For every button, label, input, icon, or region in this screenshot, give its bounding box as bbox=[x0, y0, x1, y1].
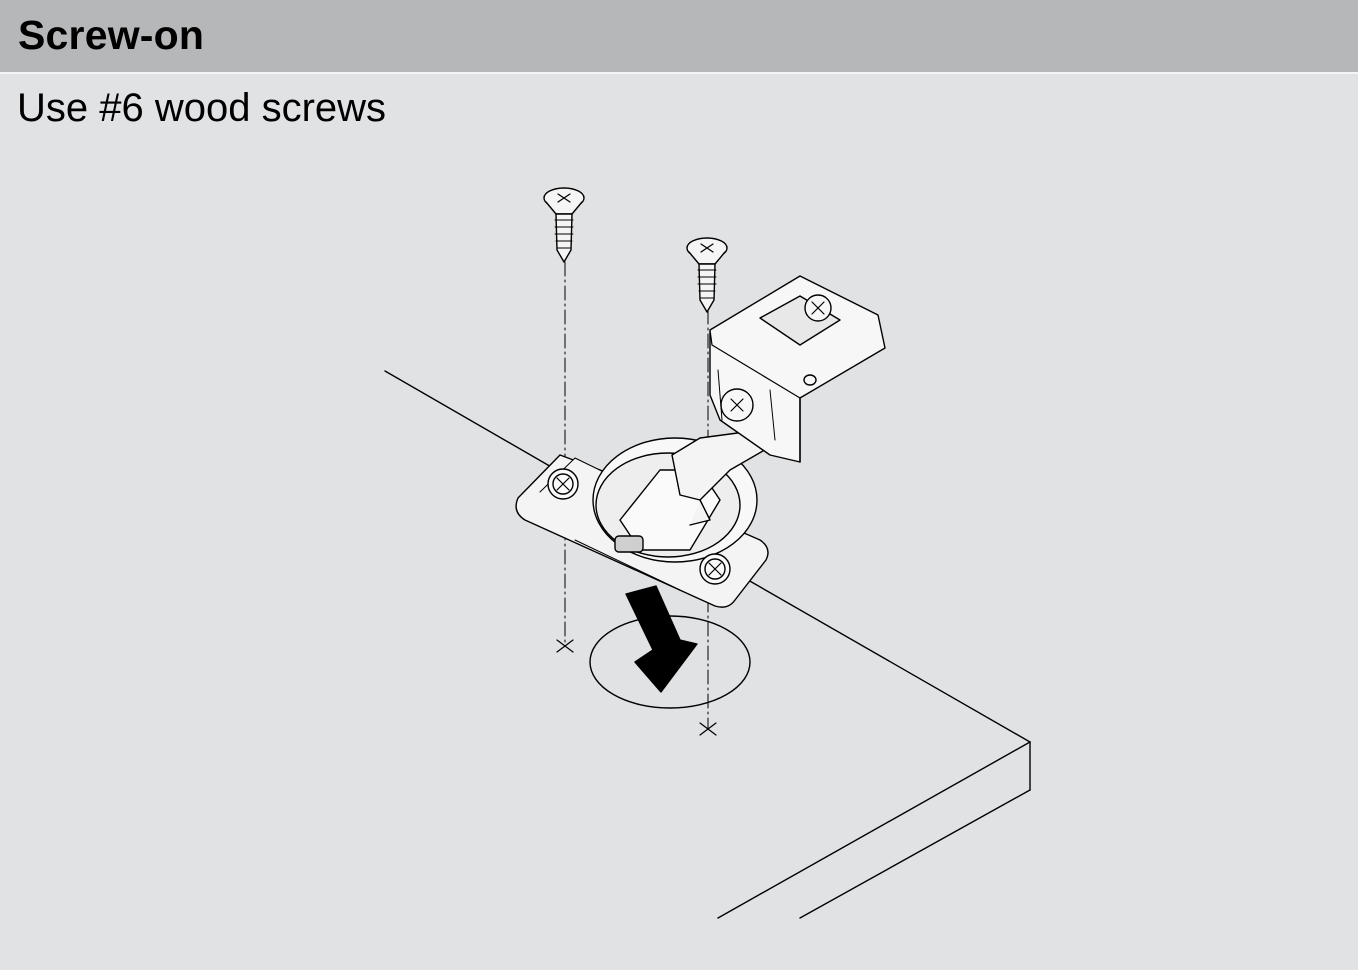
header-bar: Screw-on bbox=[0, 0, 1358, 74]
hole-marks bbox=[556, 639, 717, 736]
wood-screw-icon bbox=[686, 237, 728, 313]
wood-screw-icon bbox=[543, 187, 585, 263]
cabinet-panel bbox=[384, 370, 1031, 919]
screw-centerlines bbox=[564, 261, 709, 729]
plate-screw-icon bbox=[547, 468, 731, 585]
instruction-text: Use #6 wood screws bbox=[17, 86, 387, 130]
hinge-mounting-block bbox=[709, 275, 886, 463]
down-arrow-icon bbox=[625, 585, 698, 693]
page-title: Screw-on bbox=[18, 12, 205, 58]
hinge-arm bbox=[671, 429, 769, 526]
